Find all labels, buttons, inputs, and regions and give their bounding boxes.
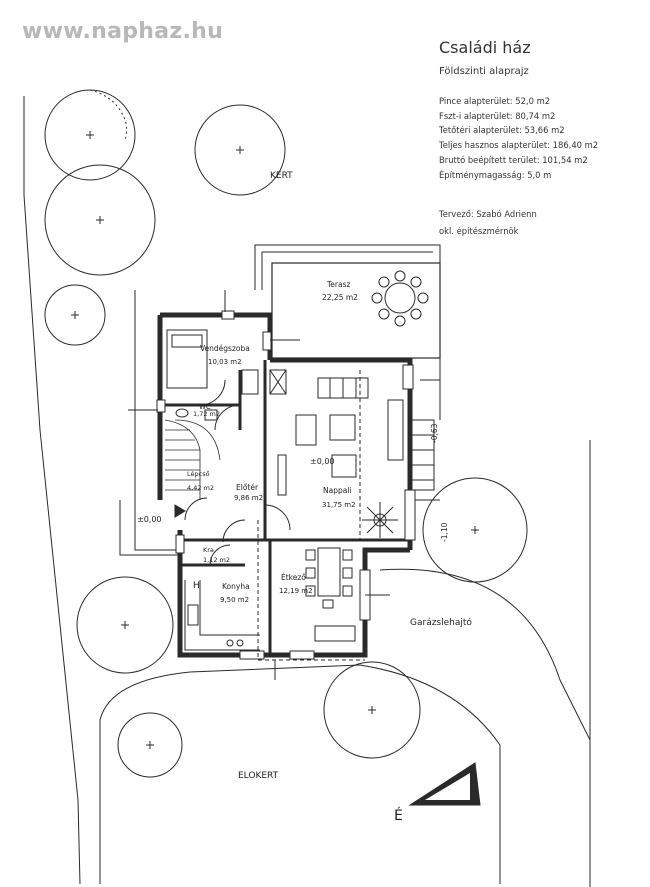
north-label: É xyxy=(394,807,403,824)
designer-block: Tervező: Szabó Adrienn okl. építészmérnö… xyxy=(439,207,537,238)
staircase xyxy=(164,419,221,500)
watermark: www.naphaz.hu xyxy=(22,19,224,44)
dining-table xyxy=(305,547,353,609)
door-swing xyxy=(199,379,226,406)
info-line: Tetőtéri alapterület: 53,66 m2 xyxy=(439,125,565,136)
room-name-eloter: Előtér xyxy=(236,483,259,492)
level-mark-garden-side: -1,10 xyxy=(440,522,449,542)
room-name-konyha: Konyha xyxy=(222,582,250,591)
room-name-terasz: Terasz xyxy=(326,280,351,289)
zone-label-driveway: Garázslehajtó xyxy=(410,617,472,628)
plan-title: Családi ház xyxy=(439,38,531,57)
kitchen-mark: H xyxy=(193,581,200,591)
window xyxy=(402,364,414,390)
door-swing xyxy=(264,504,291,531)
room-area-kamra: 1,12 m2 xyxy=(203,556,230,564)
room-area-eloter: 9,86 m2 xyxy=(234,494,263,502)
coffee-table xyxy=(329,414,356,441)
tv-unit xyxy=(277,454,287,496)
door-swing xyxy=(214,404,241,431)
info-line: Fszt-i alapterület: 80,74 m2 xyxy=(439,110,556,121)
zone-label-front-garden: ELOKERT xyxy=(238,771,279,781)
room-name-vendeg: Vendégszoba xyxy=(200,344,250,353)
site-frame xyxy=(119,500,180,556)
zone-label-garden: KERT xyxy=(270,171,293,181)
tree xyxy=(44,164,156,276)
garden-path xyxy=(99,664,501,884)
room-name-nappali: Nappali xyxy=(323,486,352,495)
shaft xyxy=(269,369,287,395)
entrance-arrow xyxy=(174,504,186,518)
sideboard xyxy=(314,625,356,642)
window xyxy=(239,650,265,660)
kitchen-counter xyxy=(184,580,260,651)
tree xyxy=(117,712,183,778)
armchair xyxy=(295,414,317,446)
room-name-kamra: Kra xyxy=(203,546,214,554)
room-area-nappali: 31,75 m2 xyxy=(322,501,356,509)
table-with-chairs xyxy=(371,270,429,327)
room-area-vendeg: 10,03 m2 xyxy=(208,358,242,366)
window xyxy=(404,489,416,541)
tree xyxy=(323,661,421,759)
window xyxy=(156,399,166,413)
room-area-etkezo: 12,19 m2 xyxy=(279,587,313,595)
info-line: Építménymagasság: 5,0 m xyxy=(439,169,552,180)
driveway-curve xyxy=(379,568,591,741)
room-name-etkezo: Étkező xyxy=(281,573,306,582)
room-area-terasz: 22,25 m2 xyxy=(322,293,358,302)
tree xyxy=(422,477,528,583)
room-area-lepcso: 4,42 m2 xyxy=(187,484,214,492)
exterior-wall xyxy=(270,357,413,550)
bed xyxy=(166,329,208,389)
roof-outline xyxy=(257,520,365,661)
window xyxy=(175,534,185,554)
info-line: Bruttó beépített terület: 101,54 m2 xyxy=(439,154,588,165)
room-area-wc: 1,72 m2 xyxy=(193,410,220,418)
plan-subtitle: Földszinti alaprajz xyxy=(439,66,529,77)
room-name-wc: WC xyxy=(199,403,211,411)
room-area-konyha: 9,50 m2 xyxy=(220,596,249,604)
door-swing xyxy=(209,544,231,566)
window xyxy=(289,650,315,660)
window xyxy=(262,331,272,351)
exterior-wall xyxy=(160,312,273,360)
door-swing xyxy=(222,519,246,543)
info-line: Pince alapterület: 52,0 m2 xyxy=(439,96,551,106)
plant xyxy=(362,502,398,538)
sofa xyxy=(317,377,369,399)
exterior-wall xyxy=(177,530,410,658)
area-info-block: Pince alapterület: 52,0 m2 Fszt-i alapte… xyxy=(439,94,598,182)
level-mark-living: ±0,00 xyxy=(310,457,335,466)
fireplace xyxy=(387,399,404,461)
site-frame xyxy=(134,290,180,551)
level-mark-terrace: -0,63 xyxy=(430,423,439,443)
plot-boundary xyxy=(23,96,81,885)
terrace-frame xyxy=(261,251,433,290)
tree xyxy=(44,89,136,181)
info-line: Teljes hasznos alapterület: 186,40 m2 xyxy=(439,140,599,151)
designer-name: Tervező: Szabó Adrienn xyxy=(439,209,537,219)
window xyxy=(221,310,235,320)
tree xyxy=(194,104,286,196)
tree xyxy=(44,284,106,346)
designer-title: okl. építészmérnök xyxy=(439,225,519,236)
armchair xyxy=(331,454,357,478)
tree xyxy=(76,576,174,674)
wc-fixture xyxy=(175,408,218,421)
chimney xyxy=(241,369,259,395)
room-name-lepcso: Lépcső xyxy=(187,469,210,478)
steps xyxy=(411,419,435,491)
door-swing xyxy=(184,497,208,521)
level-mark-entrance: ±0,00 xyxy=(137,515,162,524)
